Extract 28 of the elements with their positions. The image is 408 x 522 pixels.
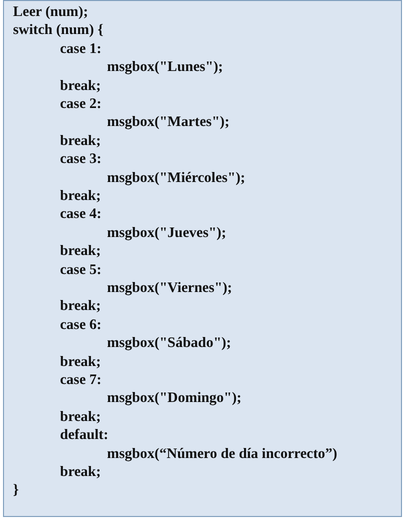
code-line: msgbox("Lunes"); xyxy=(107,59,223,76)
code-line: msgbox("Martes"); xyxy=(107,114,230,132)
code-line: msgbox("Jueves"); xyxy=(107,224,226,242)
code-line: break; xyxy=(60,464,101,481)
code-line: } xyxy=(13,482,19,500)
code-line: msgbox("Sábado"); xyxy=(107,335,232,352)
code-line: break; xyxy=(60,132,101,150)
code-line: Leer (num); xyxy=(13,4,88,21)
code-line: break; xyxy=(60,408,101,426)
code-line: case 2: xyxy=(60,96,102,113)
code-line: break; xyxy=(60,243,101,260)
code-line: break; xyxy=(60,188,101,205)
code-line: msgbox("Miércoles"); xyxy=(107,170,246,187)
code-line: msgbox(“Número de día incorrecto”) xyxy=(107,446,338,463)
code-line: case 3: xyxy=(60,151,102,168)
code-line: break; xyxy=(60,298,101,316)
code-line: msgbox("Domingo"); xyxy=(107,390,242,408)
code-line: default: xyxy=(60,427,108,444)
code-line: break; xyxy=(60,78,101,95)
code-line: msgbox("Viernes"); xyxy=(107,280,232,297)
code-line: case 4: xyxy=(60,206,102,224)
code-line: case 5: xyxy=(60,262,102,279)
code-line: case 6: xyxy=(60,316,102,334)
code-line: switch (num) { xyxy=(13,22,104,40)
code-line: case 7: xyxy=(60,372,102,389)
code-panel xyxy=(3,0,402,517)
code-line: case 1: xyxy=(60,40,102,58)
code-line: break; xyxy=(60,354,101,371)
